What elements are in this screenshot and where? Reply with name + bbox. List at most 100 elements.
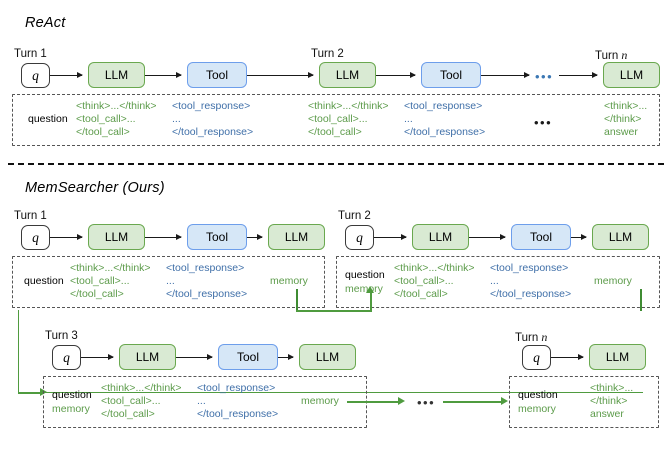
mem-tool-node-1: Tool bbox=[187, 224, 247, 250]
react-toolcall-close-2: </tool_call> bbox=[308, 126, 362, 138]
mem-t3-question-label: question bbox=[52, 389, 92, 401]
mem-tn-question-label: question bbox=[518, 389, 558, 401]
react-tool-node-1: Tool bbox=[187, 62, 247, 88]
mem-t1-toolresp-close: </tool_response> bbox=[166, 288, 248, 300]
mem-t3-toolcall-open: <tool_call>... bbox=[101, 395, 161, 407]
mem-t1-toolresp-open: <tool_response> bbox=[166, 262, 245, 274]
mem-llm-node-2a: LLM bbox=[412, 224, 469, 250]
mem-turn-n-label: Turn n bbox=[515, 330, 547, 345]
mem-t2-toolcall-close: </tool_call> bbox=[394, 288, 448, 300]
memory-flow-to-tn-horizontal bbox=[443, 401, 503, 403]
react-toolresp-open-1: <tool_response> bbox=[172, 100, 251, 112]
mem-turn-n-text: Turn bbox=[515, 332, 542, 344]
memory-flow-t1-stub bbox=[296, 289, 299, 311]
section-title-memsearcher: MemSearcher (Ours) bbox=[25, 180, 165, 196]
react-q-node-1: q bbox=[21, 63, 50, 88]
react-turn-n-label: Turn n bbox=[595, 48, 627, 63]
mem-llm-node-1b: LLM bbox=[268, 224, 325, 250]
mem-turn-3-label: Turn 3 bbox=[45, 330, 78, 342]
react-toolresp-mid-2: ... bbox=[404, 113, 413, 125]
memory-flow-t2-riser bbox=[370, 292, 372, 312]
mem-tn-think-close: </think> bbox=[590, 395, 628, 407]
mem-t2-toolresp-mid: ... bbox=[490, 275, 499, 287]
mem-llm-node-1a: LLM bbox=[88, 224, 145, 250]
mem-turn-1-label: Turn 1 bbox=[14, 210, 47, 222]
memory-flow-to-tn-arrowhead bbox=[501, 397, 508, 405]
mem-tool-node-2: Tool bbox=[511, 224, 571, 250]
memory-flow-t3-out-arrowhead bbox=[398, 397, 405, 405]
mem-t2-toolresp-close: </tool_response> bbox=[490, 288, 572, 300]
mem-llm-node-3a: LLM bbox=[119, 344, 176, 370]
mem-t3-toolcall-close: </tool_call> bbox=[101, 408, 155, 420]
react-panel-ellipsis: ••• bbox=[534, 115, 553, 130]
memory-flow-t2-stub bbox=[640, 289, 643, 311]
mem-t3-toolresp-mid: ... bbox=[197, 395, 206, 407]
mem-t2-memory-in-label: memory bbox=[345, 283, 383, 295]
mem-arrow-t1-llm-tool bbox=[145, 234, 182, 241]
mem-t1-toolresp-mid: ... bbox=[166, 275, 175, 287]
mem-arrow-t2-q-llm bbox=[374, 234, 407, 241]
mem-tn-answer: answer bbox=[590, 408, 624, 420]
react-arrow-tool2-dots bbox=[481, 72, 530, 79]
react-arrow-llm2-tool2 bbox=[376, 72, 416, 79]
memory-flow-ellipsis: ••• bbox=[417, 395, 436, 410]
react-answer-n: answer bbox=[604, 126, 638, 138]
mem-turn-2-panel bbox=[336, 256, 660, 308]
mem-t2-toolcall-open: <tool_call>... bbox=[394, 275, 454, 287]
turn-n-text: Turn bbox=[595, 50, 622, 62]
react-turn-2-label: Turn 2 bbox=[311, 48, 344, 60]
mem-t1-toolcall-close: </tool_call> bbox=[70, 288, 124, 300]
react-toolresp-mid-1: ... bbox=[172, 113, 181, 125]
react-question-label: question bbox=[28, 113, 68, 125]
react-llm-node-n: LLM bbox=[603, 62, 660, 88]
mem-q-node-2: q bbox=[345, 225, 374, 250]
mem-arrow-t3-q-llm bbox=[81, 354, 114, 361]
mem-t1-memory-label: memory bbox=[270, 275, 308, 287]
mem-arrow-t1-tool-llm bbox=[247, 234, 263, 241]
mem-t2-toolresp-open: <tool_response> bbox=[490, 262, 569, 274]
react-arrow-dots-llmn bbox=[559, 72, 598, 79]
mem-t2-question-label: question bbox=[345, 269, 385, 281]
mem-q-node-3: q bbox=[52, 345, 81, 370]
react-arrow-tool1-llm2 bbox=[247, 72, 314, 79]
mem-arrow-t2-llm-tool bbox=[469, 234, 506, 241]
mem-t3-memory-out-label: memory bbox=[301, 395, 339, 407]
memory-flow-t2-arrowhead bbox=[366, 286, 374, 293]
mem-tn-memory-in-label: memory bbox=[518, 403, 556, 415]
mem-q-node-n: q bbox=[522, 345, 551, 370]
mem-llm-node-3b: LLM bbox=[299, 344, 356, 370]
mem-arrow-t1-q-llm bbox=[50, 234, 83, 241]
react-toolcall-open-1: <tool_call>... bbox=[76, 113, 136, 125]
mem-arrow-tn-q-llm bbox=[551, 354, 584, 361]
memory-flow-t1-to-t2-horizontal bbox=[296, 310, 372, 312]
mem-turn-2-label: Turn 2 bbox=[338, 210, 371, 222]
mem-arrow-t2-tool-llm bbox=[571, 234, 587, 241]
react-turn-1-label: Turn 1 bbox=[14, 48, 47, 60]
react-think-1: <think>...</think> bbox=[76, 100, 157, 112]
mem-t3-memory-in-label: memory bbox=[52, 403, 90, 415]
memory-flow-t3-out-horizontal bbox=[347, 401, 400, 403]
turn-n-index: n bbox=[621, 48, 628, 62]
react-llm-node-1: LLM bbox=[88, 62, 145, 88]
react-toolcall-open-2: <tool_call>... bbox=[308, 113, 368, 125]
mem-t3-toolresp-close: </tool_response> bbox=[197, 408, 279, 420]
mem-t3-toolresp-open: <tool_response> bbox=[197, 382, 276, 394]
mem-turn-n-panel bbox=[509, 376, 659, 428]
mem-t2-think: <think>...</think> bbox=[394, 262, 475, 274]
react-tool-node-2: Tool bbox=[421, 62, 481, 88]
memory-flow-t2-to-t3-wrap bbox=[18, 310, 643, 393]
react-toolresp-close-2: </tool_response> bbox=[404, 126, 486, 138]
mem-t1-toolcall-open: <tool_call>... bbox=[70, 275, 130, 287]
react-think-open-n: <think>... bbox=[604, 100, 648, 112]
mem-arrow-t3-tool-llm bbox=[278, 354, 294, 361]
mem-llm-node-2b: LLM bbox=[592, 224, 649, 250]
react-think-close-n: </think> bbox=[604, 113, 642, 125]
react-toolcall-close-1: </tool_call> bbox=[76, 126, 130, 138]
mem-t3-think: <think>...</think> bbox=[101, 382, 182, 394]
react-llm-node-2: LLM bbox=[319, 62, 376, 88]
mem-arrow-t3-llm-tool bbox=[176, 354, 213, 361]
mem-llm-node-n: LLM bbox=[589, 344, 646, 370]
mem-turn-n-index: n bbox=[541, 330, 548, 344]
section-title-react: ReAct bbox=[25, 15, 66, 31]
